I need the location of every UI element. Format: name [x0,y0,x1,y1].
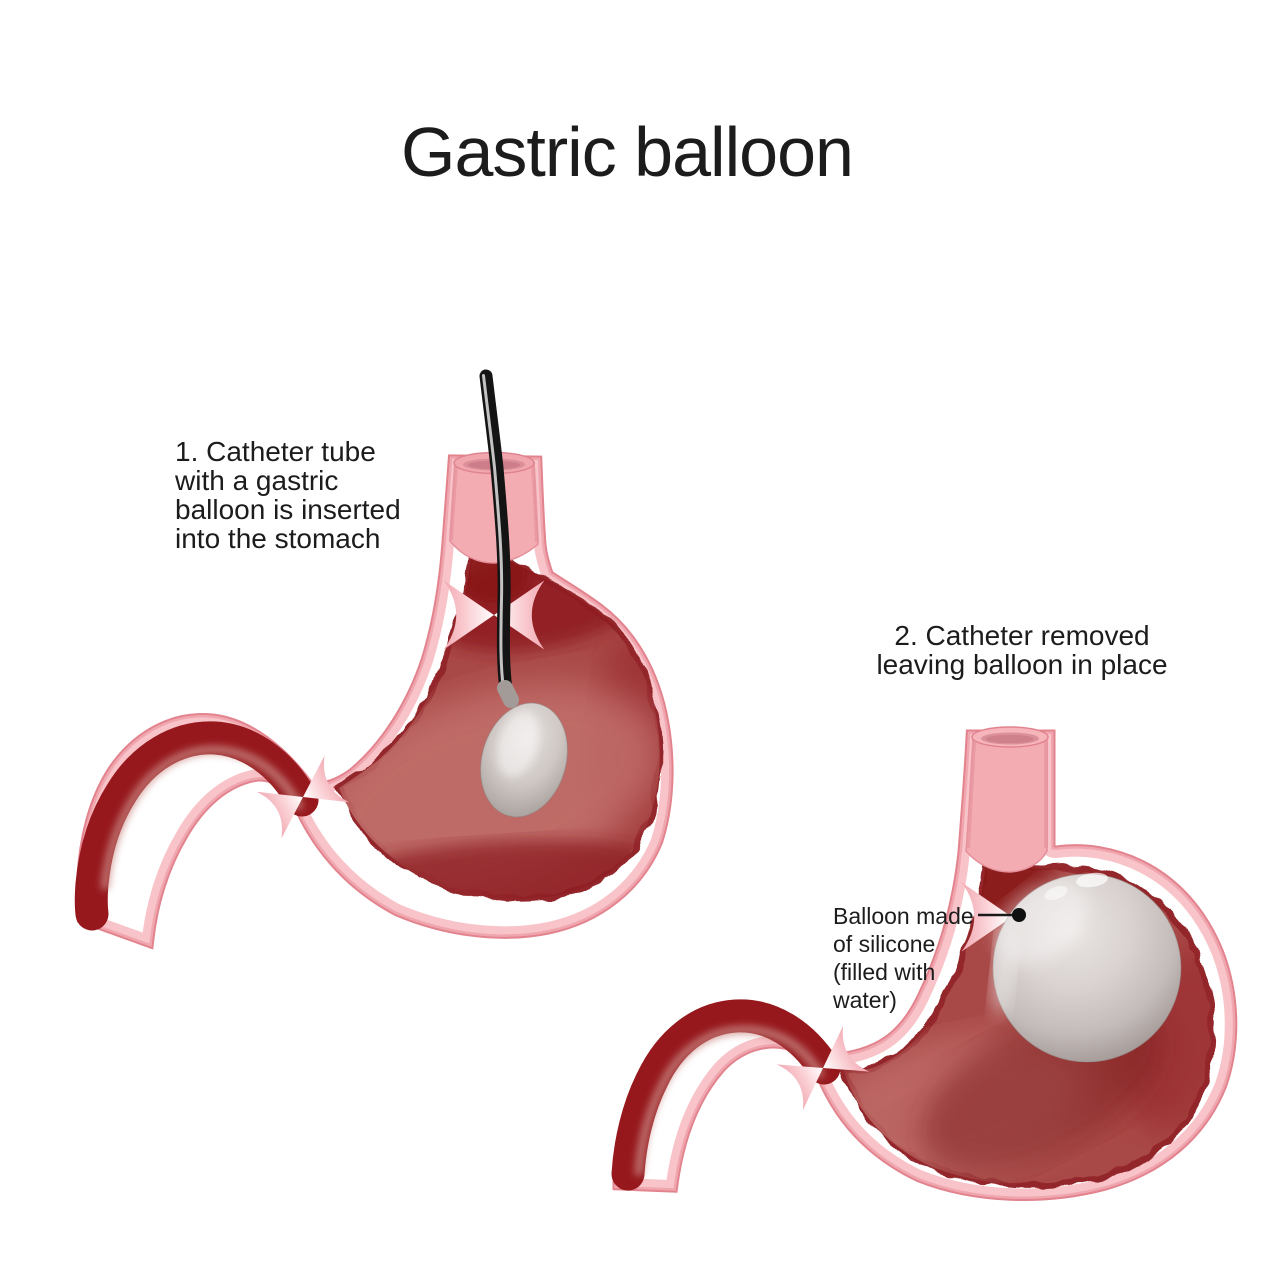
balloon-annotation: Balloon made of silicone (filled with wa… [833,902,974,1014]
catheter-tube [479,369,519,708]
caption-line: balloon is inserted [175,494,401,525]
stomach-2-esophagus [965,738,1048,873]
stomach-diagram-step-2 [611,726,1256,1210]
step-2-caption: 2. Catheter removed leaving balloon in p… [876,621,1167,679]
caption-line: leaving balloon in place [876,649,1168,680]
caption-line: 1. Catheter tube [175,436,376,467]
deflated-balloon [480,702,568,818]
caption-line: into the stomach [175,523,381,554]
caption-line: of silicone [833,931,936,957]
caption-line: with a gastric [175,465,339,496]
inflated-balloon [991,872,1182,1063]
stomach-2-duodenum [611,999,841,1191]
stomach-diagram-step-1 [74,369,703,939]
caption-line: Balloon made [833,903,974,929]
caption-line: 2. Catheter removed [894,620,1150,651]
step-1-caption: 1. Catheter tube with a gastric balloon … [175,437,401,553]
leader-dot [1012,908,1026,922]
caption-line: (filled with [833,959,936,985]
page-title: Gastric balloon [401,113,854,191]
caption-line: water) [833,987,897,1013]
stomach-1-duodenum [74,721,319,931]
